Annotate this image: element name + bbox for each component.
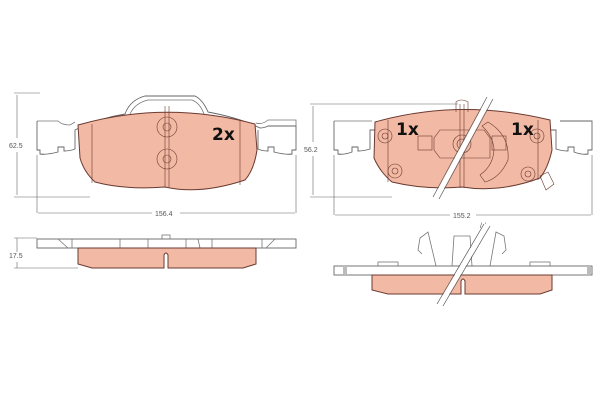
right-height-dimension: 56.2	[304, 147, 318, 154]
right-pad-front-view: 1x 1x	[333, 96, 593, 200]
left-pad-quantity-label: 2x	[212, 125, 235, 145]
left-pad-front-view: 2x	[36, 95, 297, 191]
right-pad-side-view	[333, 223, 593, 307]
left-pad-dimensions: 62.5 156.4	[9, 92, 297, 218]
left-pad-friction	[77, 111, 258, 191]
right-pad-quantity-label-right: 1x	[511, 120, 534, 140]
left-width-dimension: 156.4	[155, 211, 173, 218]
left-height-dimension: 62.5	[9, 143, 23, 150]
left-thickness-dimension-group: 17.5	[9, 237, 78, 269]
right-width-dimension: 155.2	[453, 213, 471, 220]
right-pad-quantity-label-left: 1x	[396, 120, 419, 140]
left-thickness-dimension: 17.5	[9, 253, 23, 260]
right-pad-dimensions: 56.2 155.2 / /	[304, 103, 593, 230]
break-mark: / /	[480, 223, 486, 230]
right-side-friction	[371, 274, 553, 295]
left-side-friction	[77, 247, 257, 269]
left-pad-side-view	[36, 234, 297, 269]
